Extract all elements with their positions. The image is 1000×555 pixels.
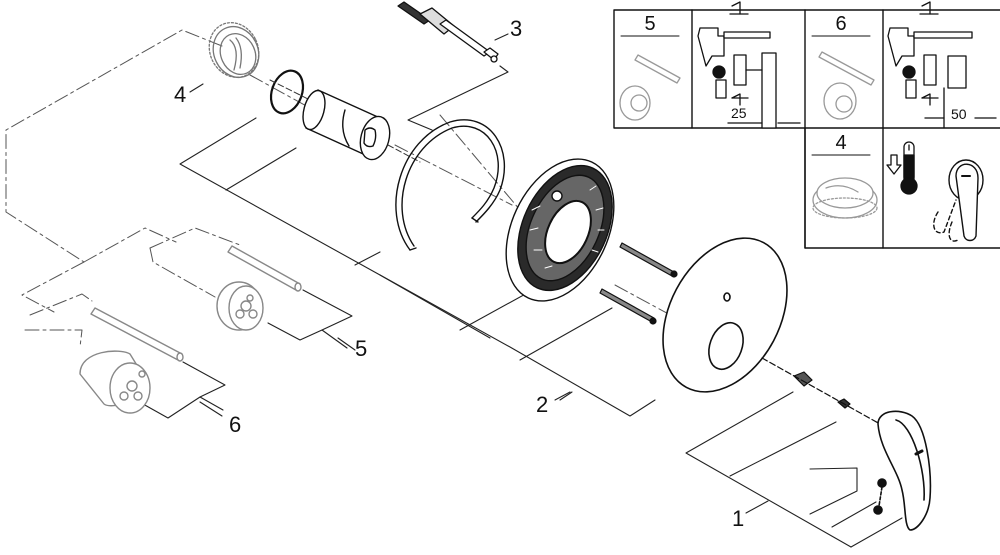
escutcheon-plate bbox=[662, 237, 788, 393]
inset-6-parts-icon bbox=[818, 51, 875, 120]
part-6-extension-set bbox=[79, 307, 184, 414]
lever-handle bbox=[873, 410, 932, 531]
callout-5: 5 bbox=[355, 336, 368, 361]
callout-2: 2 bbox=[536, 392, 549, 417]
down-arrow-icon bbox=[886, 154, 902, 175]
solid-leader-lines bbox=[142, 33, 903, 548]
callout-3: 3 bbox=[510, 16, 523, 41]
inset-5-parts-icon bbox=[619, 54, 681, 121]
inset-label-6: 6 bbox=[835, 13, 847, 35]
dimension-50: 50 bbox=[951, 106, 967, 122]
callout-4: 4 bbox=[174, 82, 187, 107]
inset-label-5: 5 bbox=[644, 13, 656, 35]
o-ring bbox=[269, 69, 305, 115]
handle-adapter bbox=[761, 357, 881, 425]
inset-valve-diagram-25 bbox=[697, 1, 801, 129]
inset-4-stop-ring-icon bbox=[812, 177, 878, 219]
part-5-extension-set bbox=[216, 245, 302, 331]
part-3-spindle bbox=[397, 1, 499, 63]
lever-rotation-icon bbox=[933, 159, 984, 242]
inset-valve-diagram-50 bbox=[887, 1, 997, 129]
callout-1: 1 bbox=[732, 506, 745, 531]
retaining-clip bbox=[395, 119, 505, 251]
callout-6: 6 bbox=[229, 412, 242, 437]
axis-line bbox=[269, 79, 311, 101]
part-4-stop-ring bbox=[208, 22, 260, 78]
sleeve-cylinder bbox=[302, 89, 391, 161]
mounting-plate bbox=[505, 158, 615, 302]
thermometer-icon bbox=[900, 141, 918, 195]
inset-panel bbox=[613, 9, 1000, 249]
inset-label-4: 4 bbox=[835, 132, 847, 154]
dimension-25: 25 bbox=[731, 105, 747, 121]
mounting-screws bbox=[599, 242, 678, 325]
